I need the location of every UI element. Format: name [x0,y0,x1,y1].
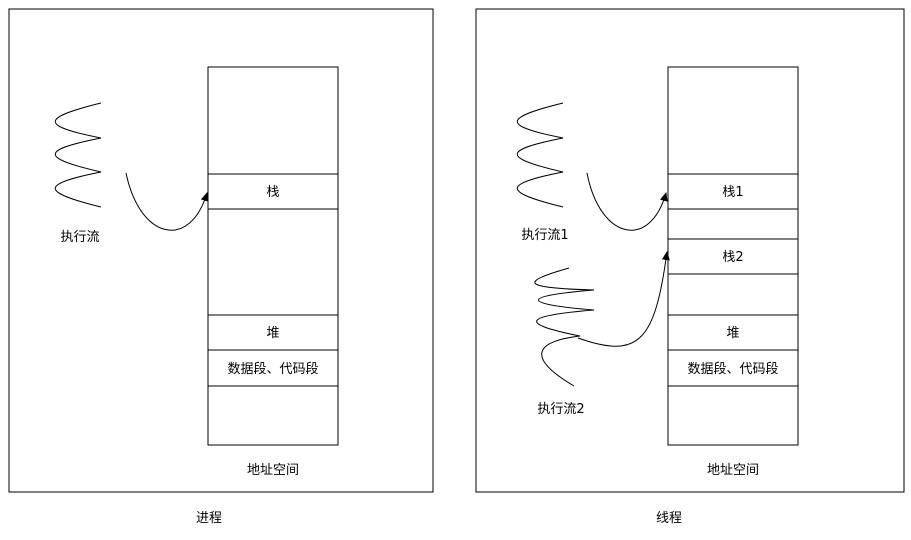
process-panel: 栈 堆 数据段、代码段 地址空间 执行流 进程 [8,8,434,526]
thread-stack1-label: 栈1 [722,185,743,200]
process-address-space-label: 地址空间 [247,463,299,478]
thread-panel: 栈1 栈2 堆 数据段、代码段 地址空间 执行流1 执行流2 线程 [475,8,905,526]
thread-flow2-label: 执行流2 [537,402,584,417]
process-flow-arrow [125,172,209,231]
process-flow-squiggle [54,102,102,208]
thread-flow2-squiggle [534,267,595,387]
thread-stack2-label: 栈2 [722,250,743,265]
thread-caption: 线程 [656,511,682,526]
process-column [207,66,339,446]
thread-flow1-arrow [586,172,668,231]
process-caption: 进程 [196,511,222,526]
process-address-space: 栈 堆 数据段、代码段 地址空间 [207,66,339,478]
process-frame [8,8,434,493]
thread-flow1-squiggle [516,102,564,208]
thread-address-space-label: 地址空间 [707,463,759,478]
process-heap-label: 堆 [266,326,279,341]
thread-flow2-arrow [577,251,670,347]
thread-data-code-label: 数据段、代码段 [687,362,778,377]
process-data-code-label: 数据段、代码段 [227,362,318,377]
process-stack-label: 栈 [266,185,279,200]
thread-address-space: 栈1 栈2 堆 数据段、代码段 地址空间 [667,66,799,478]
process-flow-label: 执行流 [60,230,99,245]
thread-frame [475,8,905,493]
thread-heap-label: 堆 [726,326,739,341]
thread-flow1-label: 执行流1 [521,228,568,243]
